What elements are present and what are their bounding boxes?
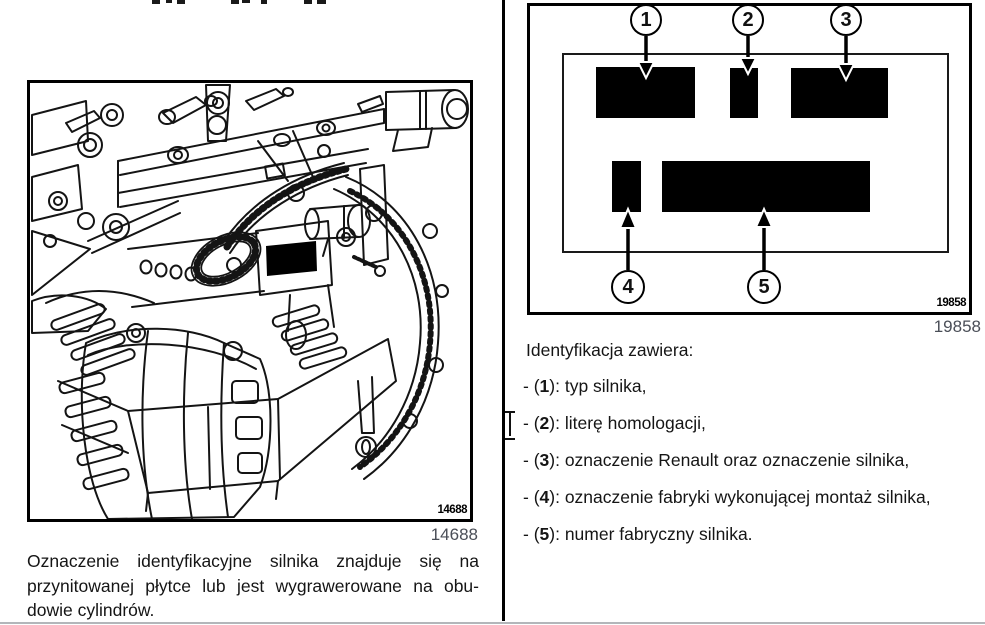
id-plate-figure-frame: 1 2 3 4 5 19858	[527, 3, 972, 315]
identification-intro: Identyfikacja zawiera:	[526, 340, 694, 360]
figure-inner-number-left: 14688	[437, 504, 468, 516]
plate-field-2	[730, 68, 758, 118]
plate-field-3	[791, 68, 888, 118]
plate-field-4	[612, 161, 641, 212]
identification-item-4: - (4): oznaczenie fabryki wykonującej mo…	[523, 487, 931, 507]
plate-field-5	[662, 161, 870, 212]
engine-illustration	[31, 84, 469, 520]
identification-item-3: - (3): oznaczenie Renault oraz oznaczeni…	[523, 450, 910, 470]
plate-field-1	[596, 67, 695, 118]
callout-2: 2	[732, 4, 764, 36]
callout-3: 3	[830, 4, 862, 36]
text-cursor[interactable]	[505, 411, 515, 440]
engine-id-paragraph: Oznaczenie identyfikacyjne silnika znajd…	[27, 549, 479, 623]
callout-4: 4	[611, 270, 645, 304]
column-divider	[502, 0, 505, 621]
callout-5: 5	[747, 270, 781, 304]
identification-item-1: - (1): typ silnika,	[523, 376, 647, 396]
figure-number-right: 19858	[933, 317, 981, 336]
page-bottom-rule	[0, 622, 985, 624]
figure-number-left: 14688	[430, 525, 478, 544]
engine-id-plate	[266, 241, 317, 276]
paragraph-line: Oznaczenie identyfikacyjne silnika znajd…	[27, 551, 479, 571]
paragraph-line: dowie cylindrów.	[27, 600, 155, 620]
id-plate-outline	[562, 53, 949, 253]
identification-item-2: - (2): literę homologacji,	[523, 413, 706, 433]
identification-item-5: - (5): numer fabryczny silnika.	[523, 524, 753, 544]
paragraph-line: przynitowanej płytce lub jest wygrawerow…	[27, 575, 479, 596]
figure-inner-number-right: 19858	[936, 297, 967, 309]
callout-1: 1	[630, 4, 662, 36]
engine-figure-frame: 14688	[27, 80, 473, 522]
